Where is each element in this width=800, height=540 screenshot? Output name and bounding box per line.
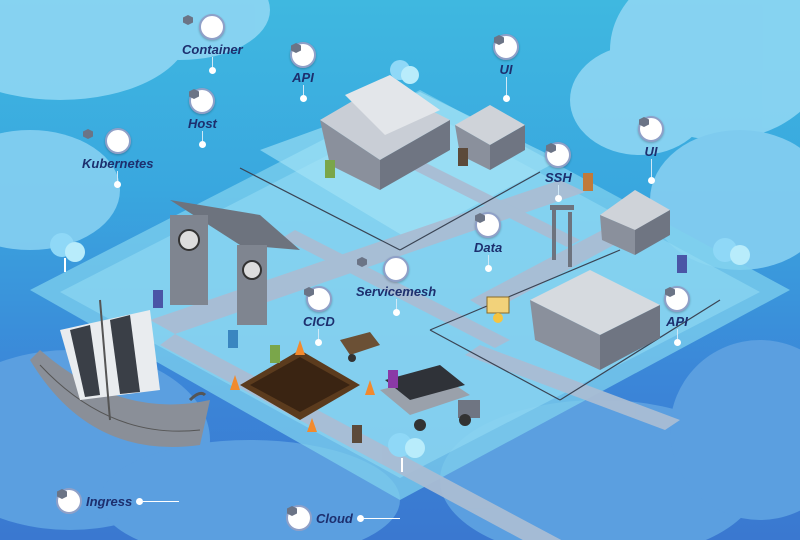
cube-icon xyxy=(183,14,226,40)
label-api-top: API xyxy=(290,42,316,102)
label-data: Data xyxy=(474,212,502,272)
label-ui-right-text: UI xyxy=(644,144,658,159)
house-top-right xyxy=(455,105,525,170)
label-host: Host xyxy=(188,88,217,148)
cube-icon xyxy=(290,42,316,68)
label-kubernetes: Kubernetes xyxy=(82,128,154,188)
label-api-right-text: API xyxy=(666,314,688,329)
mine-pit xyxy=(240,350,360,420)
cube-icon xyxy=(357,256,410,282)
cube-icon xyxy=(638,116,664,142)
label-ingress: Ingress xyxy=(56,488,180,514)
longship xyxy=(30,299,210,447)
cube-icon xyxy=(56,488,82,514)
label-kubernetes-text: Kubernetes xyxy=(82,156,154,171)
label-data-text: Data xyxy=(474,240,503,255)
label-ingress-text: Ingress xyxy=(86,493,133,509)
mine-cart xyxy=(340,332,380,362)
cube-icon xyxy=(304,286,332,312)
label-cicd: CICD xyxy=(303,286,335,346)
house-right xyxy=(600,190,670,255)
hall-top-left xyxy=(320,75,450,190)
cube-icon xyxy=(664,286,690,312)
coal-truck xyxy=(380,365,480,431)
fences xyxy=(239,167,721,401)
cube-icon xyxy=(286,505,312,531)
trees xyxy=(50,60,750,472)
hall-bottom-right xyxy=(530,270,660,370)
cube-icon xyxy=(189,88,216,114)
label-ui-top: UI xyxy=(493,34,519,102)
label-container-text: Container xyxy=(182,42,243,57)
clouds xyxy=(0,0,800,270)
viking-gate xyxy=(170,200,300,325)
label-servicemesh-text: Servicemesh xyxy=(356,284,437,299)
label-api-right: API xyxy=(664,286,690,346)
label-ui-top-text: UI xyxy=(499,62,513,77)
cube-icon xyxy=(475,212,502,238)
vikings xyxy=(153,148,687,443)
cube-icon xyxy=(545,142,572,168)
label-cicd-text: CICD xyxy=(303,314,335,329)
cube-icon xyxy=(493,34,519,60)
label-api-top-text: API xyxy=(292,70,314,85)
label-cloud: Cloud xyxy=(286,505,400,531)
cones xyxy=(230,340,375,432)
label-host-text: Host xyxy=(188,116,217,131)
cube-icon xyxy=(83,128,131,154)
label-ssh: SSH xyxy=(545,142,572,202)
label-container: Container xyxy=(182,14,243,74)
label-ui-right: UI xyxy=(638,116,664,184)
label-ssh-text: SSH xyxy=(545,170,572,185)
treasure-chest xyxy=(486,296,510,323)
label-cloud-text: Cloud xyxy=(316,510,353,526)
label-servicemesh: Servicemesh xyxy=(356,256,436,316)
